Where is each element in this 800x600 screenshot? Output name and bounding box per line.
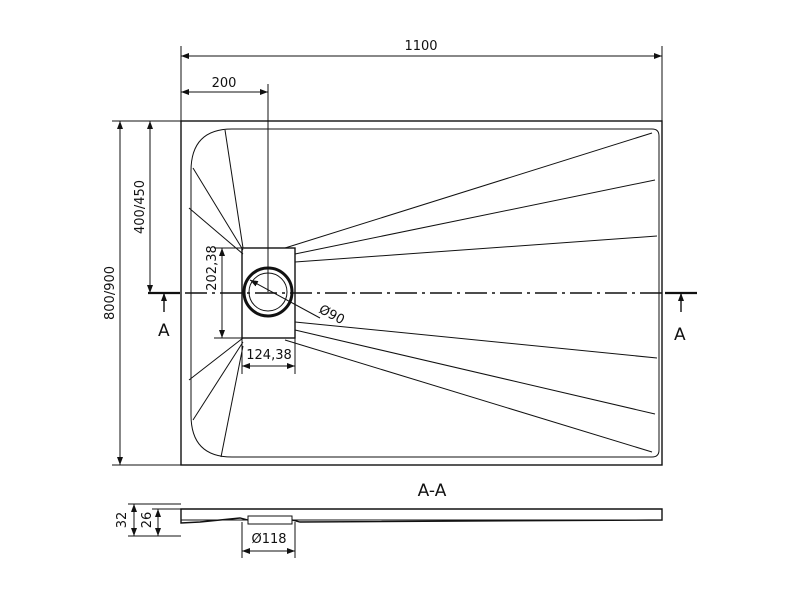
basin-outline	[190, 128, 660, 458]
drain-offset-y-label: 400/450	[133, 180, 148, 234]
dimension-lines: 1100 200 800/900 400/450 202,38 124,38	[103, 39, 663, 466]
section-title: A-A	[418, 481, 447, 501]
section-marker-left	[148, 291, 180, 312]
section-label-left: A	[158, 321, 170, 341]
section-view: A-A Ø118 32 26	[115, 481, 663, 558]
overall-length-label: 1100	[404, 39, 437, 54]
drain-cover-width-label: 124,38	[246, 348, 292, 363]
section-height-total-label: 32	[115, 512, 130, 529]
drain-offset-x-label: 200	[212, 76, 237, 91]
drain-cover-height-label: 202,38	[205, 245, 220, 291]
section-marker-right	[665, 291, 697, 312]
overall-width-label: 800/900	[103, 266, 118, 320]
outlet-diameter-label: Ø118	[251, 532, 286, 547]
drain-diameter-leader	[249, 279, 321, 319]
slope-lines	[188, 129, 658, 458]
section-height-inner-label: 26	[140, 512, 155, 529]
plan-view: A A Ø90	[148, 120, 697, 466]
section-label-right: A	[674, 325, 686, 345]
section-drain-opening	[247, 515, 293, 525]
